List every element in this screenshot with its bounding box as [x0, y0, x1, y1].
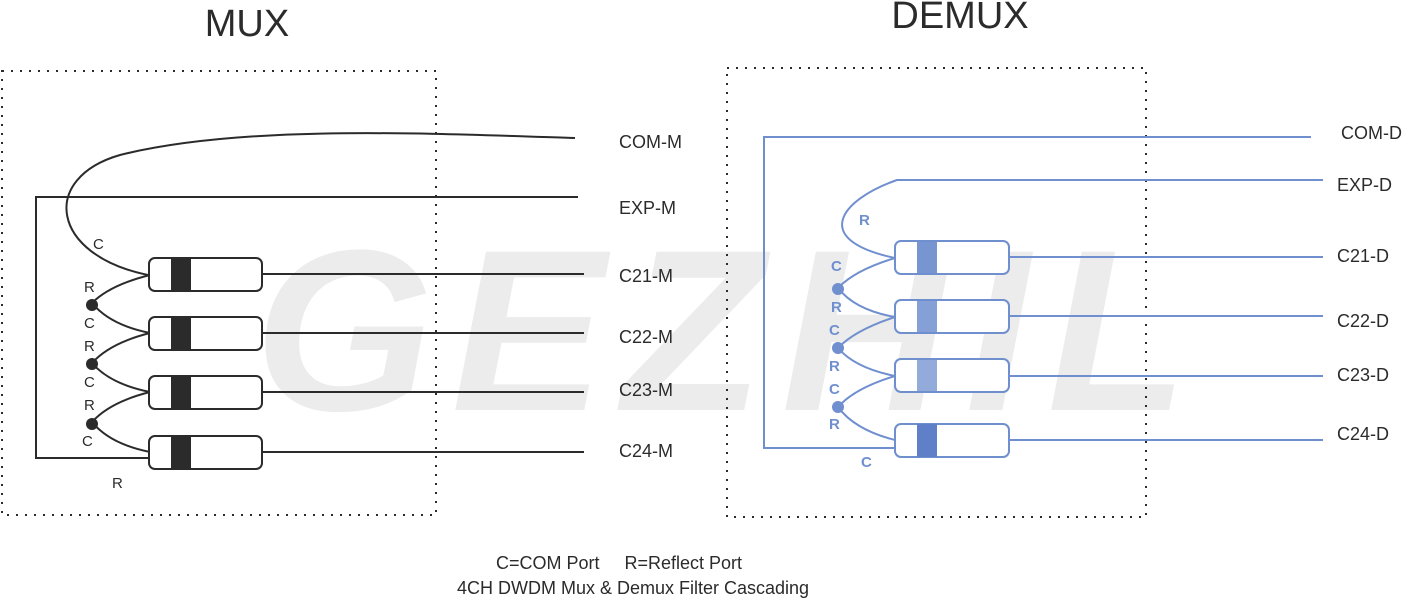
mux-splice-dot-1 [86, 299, 98, 311]
demux-marker-c1: C [831, 258, 842, 275]
demux-port-c24: C24-D [1337, 424, 1389, 444]
mux-filter-c22 [148, 316, 263, 351]
demux-splice-dot-3 [832, 401, 844, 413]
mux-cascade-1 [90, 274, 151, 334]
demux-filter-c23 [894, 358, 1010, 393]
mux-cascade-3 [90, 391, 151, 453]
demux-splice-dot-2 [832, 342, 844, 354]
mux-filter-c24 [148, 435, 263, 470]
mux-enclosure [1, 70, 437, 516]
mux-title: MUX [205, 3, 289, 45]
legend-port-key: C=COM Port R=Reflect Port [496, 553, 742, 573]
mux-marker-r3: R [84, 397, 95, 414]
mux-filter-c23 [148, 375, 263, 410]
demux-filter-c24 [894, 423, 1010, 458]
mux-splice-dot-2 [86, 358, 98, 370]
mux-port-c21: C21-M [619, 266, 673, 286]
demux-filter-c22 [894, 299, 1010, 334]
mux-marker-c2: C [84, 374, 95, 391]
demux-port-c21: C21-D [1337, 246, 1389, 266]
demux-port-exp: EXP-D [1337, 175, 1392, 195]
demux-port-c23: C23-D [1337, 365, 1389, 385]
demux-title: DEMUX [891, 0, 1028, 37]
mux-port-c22: C22-M [619, 327, 673, 347]
mux-marker-c1: C [84, 315, 95, 332]
demux-exp-line [841, 179, 1323, 259]
mux-marker-r2: R [84, 338, 95, 355]
demux-port-c22: C22-D [1337, 311, 1389, 331]
demux-marker-r1: R [831, 299, 842, 316]
mux-filter-c21 [148, 257, 263, 292]
mux-cascade-2 [90, 332, 151, 393]
mux-port-exp: EXP-M [619, 198, 676, 218]
mux-port-c23: C23-M [619, 380, 673, 400]
mux-splice-dot-3 [86, 418, 98, 430]
mux-section: MUX [1, 3, 682, 516]
legend-caption: 4CH DWDM Mux & Demux Filter Cascading [457, 578, 809, 598]
mux-port-c24: C24-M [619, 441, 673, 461]
demux-marker-c3: C [829, 381, 840, 398]
mux-port-com: COM-M [619, 132, 682, 152]
demux-section: DEMUX [726, 0, 1402, 518]
mux-marker-r-bottom: R [112, 475, 123, 492]
mux-com-line [65, 132, 576, 276]
demux-marker-r-top: R [859, 212, 870, 229]
mux-exp-line [35, 196, 578, 459]
mux-marker-c-top: C [93, 236, 104, 253]
demux-com-line [763, 136, 1311, 449]
demux-marker-r3: R [829, 416, 840, 433]
demux-marker-c2: C [829, 322, 840, 339]
demux-filter-c21 [894, 240, 1010, 275]
mux-marker-c3: C [82, 433, 93, 450]
watermark-text: GEZHIL [254, 202, 1205, 459]
demux-marker-c-bottom: C [861, 454, 872, 471]
demux-marker-r2: R [829, 358, 840, 375]
demux-splice-dot-1 [832, 283, 844, 295]
mux-marker-r1: R [84, 279, 95, 296]
legend: C=COM Port R=Reflect Port 4CH DWDM Mux &… [457, 553, 809, 598]
demux-port-com: COM-D [1341, 123, 1402, 143]
